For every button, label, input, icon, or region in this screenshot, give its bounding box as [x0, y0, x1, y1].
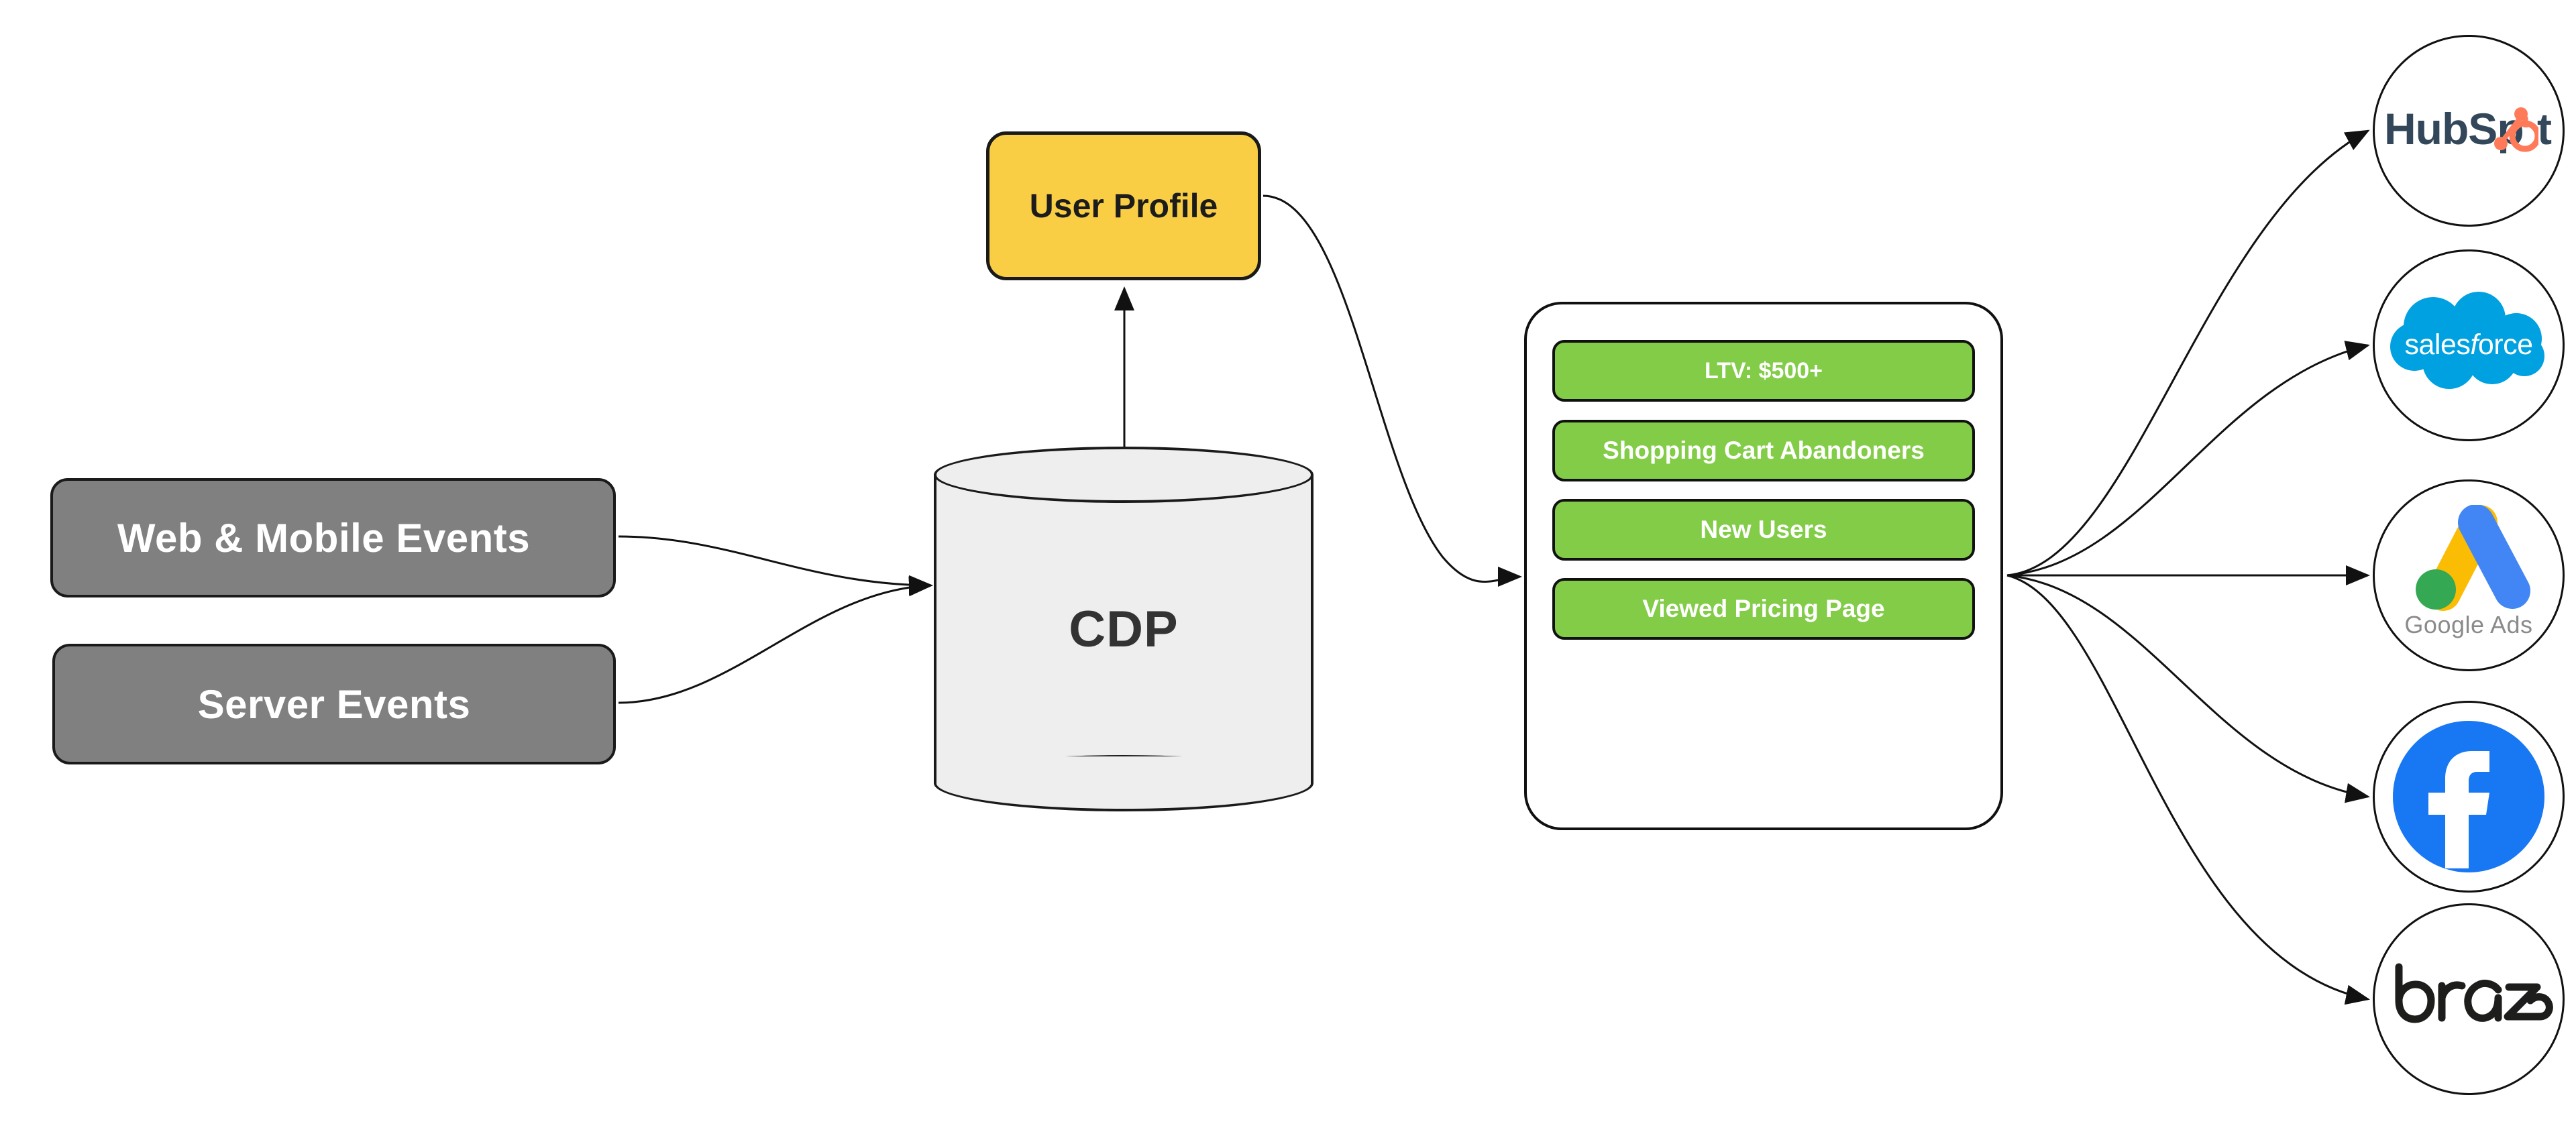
edge-userprofile-to-segments — [1263, 194, 1522, 587]
user-profile-label: User Profile — [1029, 187, 1218, 225]
edge-segments-to-hubspot — [2006, 129, 2370, 577]
cdp-label: CDP — [1069, 600, 1179, 658]
salesforce-cloud-icon — [2390, 292, 2544, 389]
destination-salesforce[interactable]: salesforce — [2373, 249, 2565, 441]
google-ads-wordmark: Google Ads — [2404, 611, 2533, 638]
segment-label: Viewed Pricing Page — [1642, 595, 1885, 622]
destination-google-ads[interactable]: Google Ads — [2373, 479, 2565, 671]
destination-hubspot[interactable]: HubSp t — [2373, 35, 2565, 227]
segment-label: New Users — [1700, 516, 1827, 543]
segment-label: LTV: $500+ — [1704, 357, 1823, 384]
cylinder-body — [934, 475, 1313, 783]
cylinder-cap-mask — [936, 756, 1311, 785]
google-ads-logo-icon: Google Ads — [2392, 505, 2546, 646]
cdp-cylinder[interactable]: CDP — [934, 447, 1313, 811]
hubspot-sprocket-icon — [2494, 107, 2538, 152]
segment-viewed-pricing-page[interactable]: Viewed Pricing Page — [1552, 578, 1975, 640]
cylinder-top-cap — [934, 447, 1313, 503]
salesforce-wordmark: salesforce — [2404, 329, 2533, 361]
source-box-web-mobile-events[interactable]: Web & Mobile Events — [50, 478, 616, 597]
edge-segments-to-salesforce — [2006, 341, 2370, 577]
segment-cart-abandoners[interactable]: Shopping Cart Abandoners — [1552, 420, 1975, 481]
braze-wordmark-icon — [2395, 963, 2553, 1023]
segment-new-users[interactable]: New Users — [1552, 499, 1975, 561]
source-label: Web & Mobile Events — [117, 515, 531, 561]
segment-label: Shopping Cart Abandoners — [1603, 437, 1925, 464]
edge-segments-to-facebook — [2006, 574, 2370, 803]
destination-braze[interactable] — [2373, 903, 2565, 1095]
braze-logo-icon — [2384, 959, 2553, 1039]
edge-web-to-cdp — [618, 535, 933, 595]
facebook-f-icon — [2393, 721, 2544, 872]
hubspot-logo-icon: HubSp t — [2384, 101, 2553, 161]
edge-server-to-cdp — [618, 576, 933, 704]
segments-panel: LTV: $500+ Shopping Cart Abandoners New … — [1524, 302, 2003, 830]
user-profile-node[interactable]: User Profile — [986, 131, 1261, 280]
source-label: Server Events — [197, 681, 471, 727]
destination-facebook[interactable] — [2373, 701, 2565, 893]
edge-segments-to-braze — [2006, 574, 2370, 1005]
google-ads-mark-icon — [2416, 505, 2530, 611]
salesforce-logo-icon: salesforce — [2385, 292, 2553, 399]
segment-ltv[interactable]: LTV: $500+ — [1552, 340, 1975, 402]
source-box-server-events[interactable]: Server Events — [52, 644, 616, 764]
hubspot-wordmark-b: t — [2537, 104, 2552, 154]
facebook-logo-icon — [2392, 720, 2546, 874]
